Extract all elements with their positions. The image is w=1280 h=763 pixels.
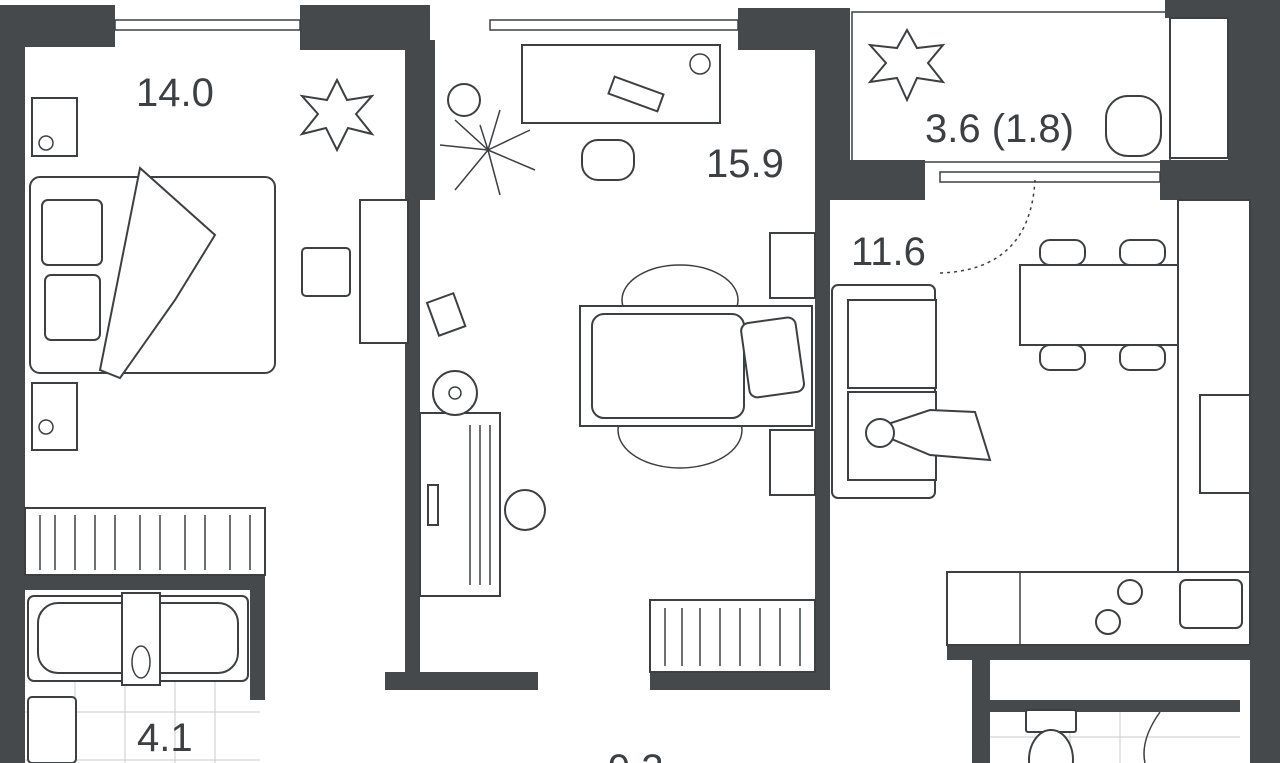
door-swing — [939, 179, 1036, 274]
area-label-hallway: 9.3 — [608, 747, 664, 763]
area-label-balcony: 3.6 (1.8) — [925, 107, 1074, 151]
nightstand — [769, 429, 816, 496]
plant-icon — [439, 83, 536, 196]
sofa — [831, 284, 992, 499]
wardrobe — [24, 507, 266, 576]
nightstand — [31, 97, 78, 157]
chair — [581, 139, 635, 181]
plant-icon — [867, 27, 946, 103]
area-label-bedroom: 14.0 — [136, 71, 214, 115]
area-label-room-2: 15.9 — [706, 142, 784, 186]
ottoman — [301, 247, 351, 297]
plant-icon — [299, 77, 375, 153]
bed-double — [29, 166, 276, 380]
nightstand — [31, 382, 78, 451]
bed-single — [579, 305, 813, 427]
nightstand — [769, 232, 816, 299]
dresser — [359, 199, 409, 344]
balcony-desk — [1169, 17, 1229, 159]
dining-table — [1019, 239, 1179, 371]
piano — [419, 412, 546, 597]
area-label-kitchen-living: 11.6 — [851, 230, 926, 274]
windows — [114, 19, 1161, 183]
oven — [1199, 394, 1251, 494]
bathtub — [27, 592, 249, 686]
toilet — [1025, 709, 1077, 763]
sink — [27, 696, 77, 763]
shower-screen — [1143, 711, 1161, 763]
desk — [521, 44, 721, 181]
wardrobe — [649, 599, 816, 673]
chair — [1105, 95, 1162, 157]
floor-lamp — [425, 291, 478, 416]
kitchen-counter — [946, 571, 1251, 646]
area-label-bathroom: 4.1 — [137, 716, 193, 760]
kitchen-wall-cabinet — [1177, 199, 1251, 573]
